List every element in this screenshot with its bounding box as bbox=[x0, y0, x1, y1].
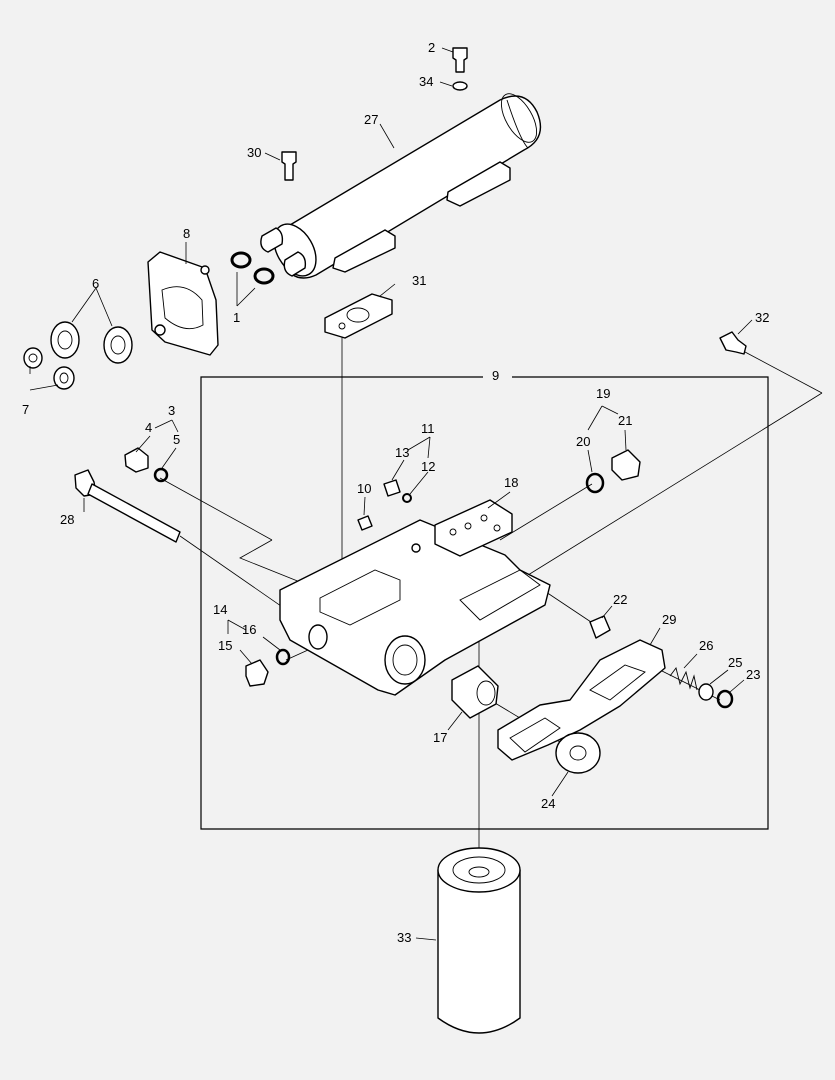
gasket-29 bbox=[497, 639, 666, 761]
washer-25 bbox=[698, 683, 714, 701]
callout-18: 18 bbox=[504, 475, 518, 490]
callout-9: 9 bbox=[492, 368, 499, 383]
o-rings-1 bbox=[230, 251, 275, 285]
valve-body bbox=[279, 519, 551, 696]
callout-31: 31 bbox=[412, 273, 426, 288]
flange-8 bbox=[147, 251, 219, 356]
callout-14: 14 bbox=[213, 602, 227, 617]
callout-labels: 2 34 27 30 8 1 6 7 31 32 9 3 4 5 11 13 1… bbox=[22, 40, 769, 945]
callout-1: 1 bbox=[233, 310, 240, 325]
callout-29: 29 bbox=[662, 612, 676, 627]
plug-15 bbox=[245, 659, 269, 687]
washers-7 bbox=[23, 347, 75, 390]
callout-28: 28 bbox=[60, 512, 74, 527]
o-ring-5 bbox=[153, 467, 169, 483]
bolt-30 bbox=[281, 151, 297, 181]
plug-21 bbox=[611, 449, 641, 481]
callout-2: 2 bbox=[428, 40, 435, 55]
callout-25: 25 bbox=[728, 655, 742, 670]
ring-23 bbox=[716, 689, 734, 709]
bolt-28 bbox=[74, 469, 181, 543]
callout-4: 4 bbox=[145, 420, 152, 435]
callout-32: 32 bbox=[755, 310, 769, 325]
callout-34: 34 bbox=[419, 74, 433, 89]
bolt-2 bbox=[452, 47, 468, 91]
callout-26: 26 bbox=[699, 638, 713, 653]
callout-3: 3 bbox=[168, 403, 175, 418]
callout-8: 8 bbox=[183, 226, 190, 241]
callout-10: 10 bbox=[357, 481, 371, 496]
bushing-22 bbox=[589, 615, 611, 639]
plug-4 bbox=[124, 447, 149, 473]
washer-24 bbox=[555, 732, 601, 774]
o-ring-12 bbox=[402, 493, 412, 503]
callout-24: 24 bbox=[541, 796, 555, 811]
bolt-32 bbox=[719, 331, 747, 355]
callout-19: 19 bbox=[596, 386, 610, 401]
callout-30: 30 bbox=[247, 145, 261, 160]
spacers-6 bbox=[50, 321, 133, 364]
callout-27: 27 bbox=[364, 112, 378, 127]
callout-33: 33 bbox=[397, 930, 411, 945]
gasket-31 bbox=[324, 293, 393, 339]
oil-cooler-cylinder bbox=[260, 93, 542, 279]
assembly-frame bbox=[200, 376, 769, 830]
callout-17: 17 bbox=[433, 730, 447, 745]
callout-23: 23 bbox=[746, 667, 760, 682]
callout-13: 13 bbox=[395, 445, 409, 460]
o-ring-20 bbox=[585, 472, 605, 494]
callout-12: 12 bbox=[421, 459, 435, 474]
sleeve-17 bbox=[451, 665, 499, 719]
callout-21: 21 bbox=[618, 413, 632, 428]
callout-6: 6 bbox=[92, 276, 99, 291]
plug-13 bbox=[383, 479, 401, 497]
callout-7: 7 bbox=[22, 402, 29, 417]
callout-5: 5 bbox=[173, 432, 180, 447]
o-ring-16 bbox=[275, 648, 291, 666]
callout-20: 20 bbox=[576, 434, 590, 449]
callout-16: 16 bbox=[242, 622, 256, 637]
callout-11: 11 bbox=[421, 421, 435, 436]
plug-10 bbox=[357, 515, 373, 531]
spring-26 bbox=[669, 666, 698, 691]
callout-22: 22 bbox=[613, 592, 627, 607]
callout-15: 15 bbox=[218, 638, 232, 653]
valve-block-18 bbox=[434, 499, 513, 557]
callout-leaders bbox=[29, 47, 753, 941]
filter-33 bbox=[437, 847, 521, 1034]
